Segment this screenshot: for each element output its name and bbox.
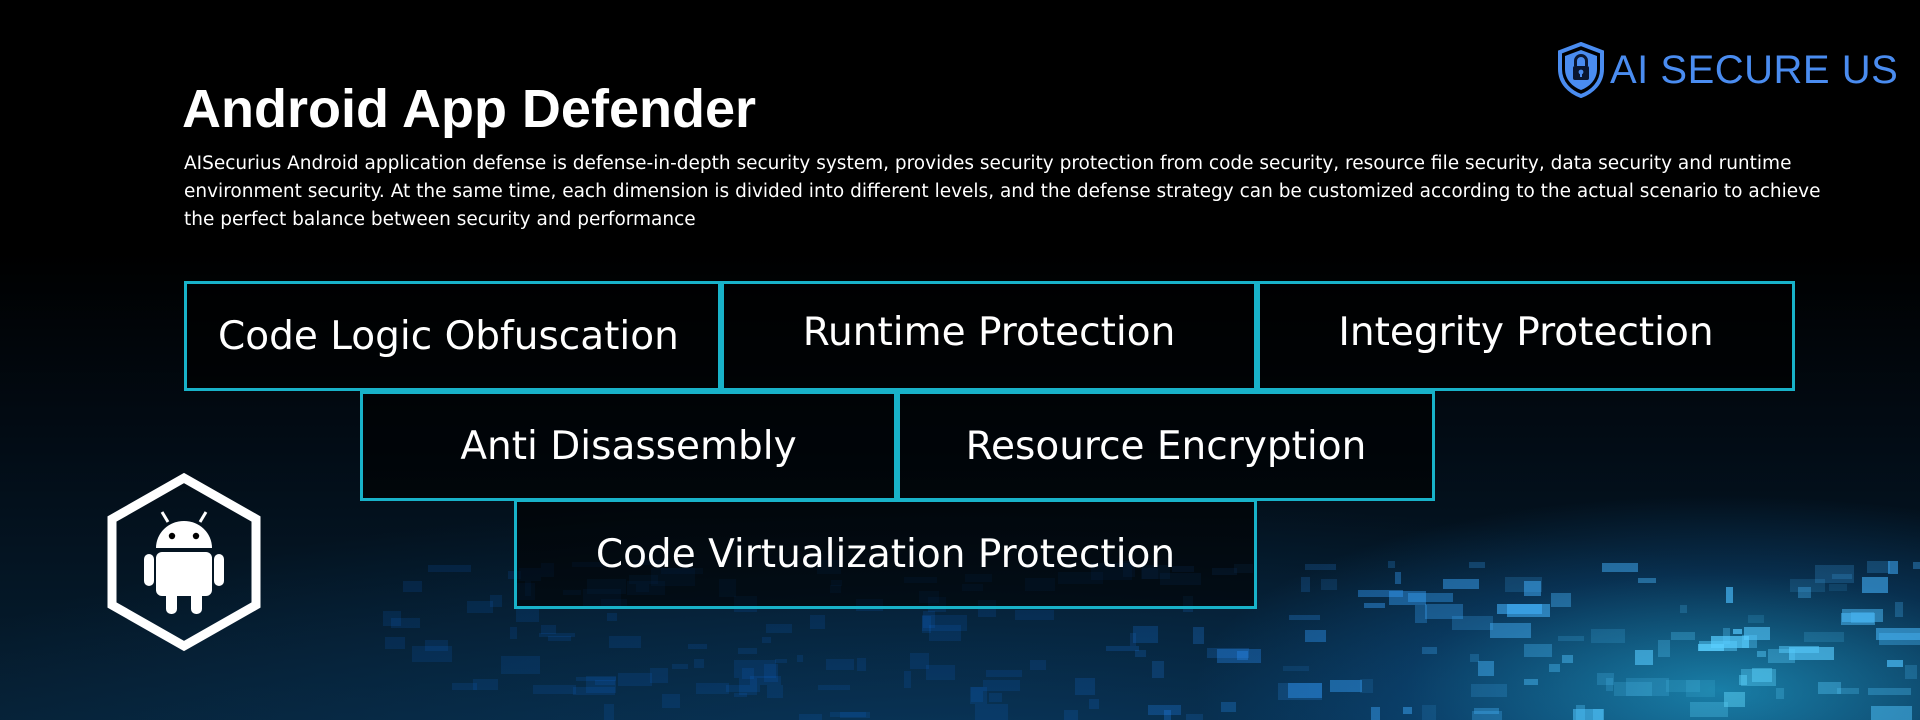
- feature-code-virtualization-protection[interactable]: Code Virtualization Protection: [514, 499, 1257, 609]
- feature-resource-encryption[interactable]: Resource Encryption: [897, 391, 1435, 501]
- feature-integrity-protection[interactable]: Integrity Protection: [1257, 281, 1795, 391]
- shield-lock-icon: [1558, 42, 1604, 98]
- page-description: AISecurius Android application defense i…: [184, 153, 1821, 230]
- page-title: Android App Defender: [182, 79, 756, 139]
- brand-logo[interactable]: AI SECURE US: [1556, 40, 1898, 100]
- android-badge: [107, 472, 261, 652]
- brand-name: AI SECURE US: [1610, 47, 1899, 92]
- feature-runtime-protection[interactable]: Runtime Protection: [721, 281, 1257, 391]
- feature-anti-disassembly[interactable]: Anti Disassembly: [360, 391, 897, 501]
- android-icon: [144, 511, 224, 614]
- feature-code-logic-obfuscation[interactable]: Code Logic Obfuscation: [184, 281, 721, 391]
